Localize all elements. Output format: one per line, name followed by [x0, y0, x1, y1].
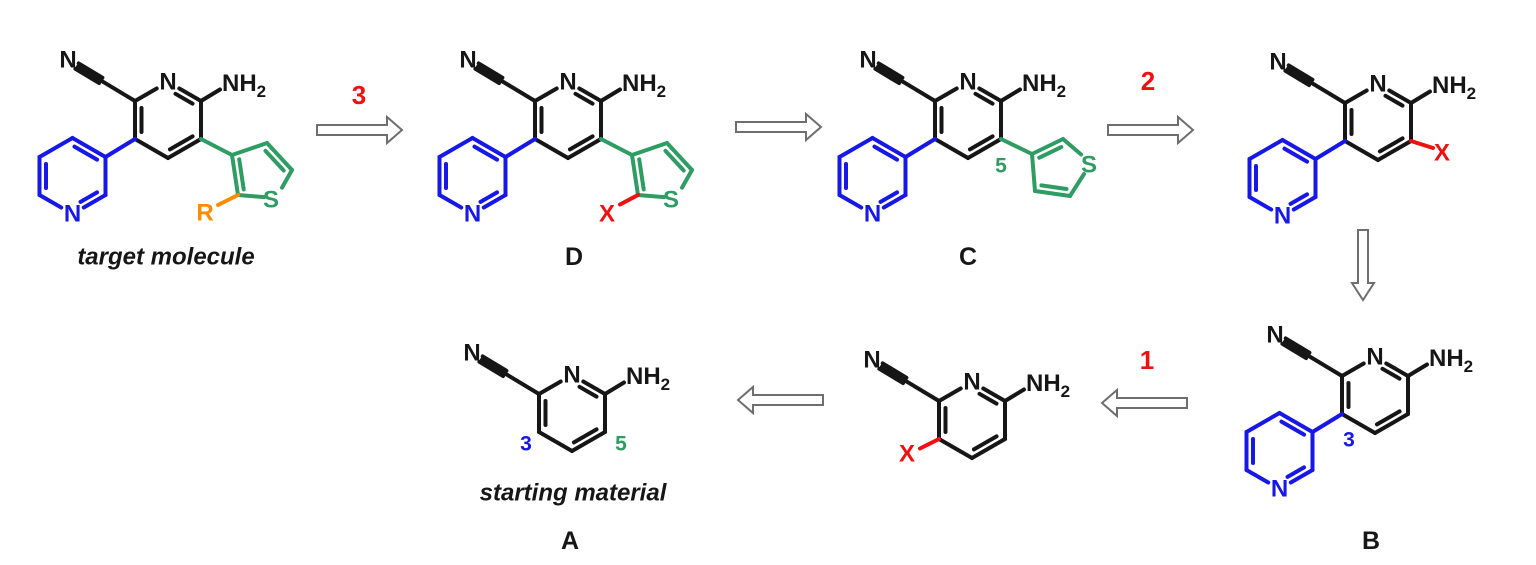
molecule-letter-a: A: [561, 527, 579, 555]
amine-label: NH2: [1026, 370, 1070, 401]
position-5-label: 5: [995, 155, 1007, 178]
pyridyl-ring: [1244, 411, 1344, 485]
pyridyl-nitrogen-label: N: [64, 201, 81, 228]
pyridine-core-skeleton: [1283, 63, 1432, 162]
step-1-number: 1: [1140, 345, 1154, 375]
ring-nitrogen-label: N: [1369, 71, 1386, 98]
retro-arrow-intermediate-to-a: [737, 386, 824, 414]
halide-bond: [1409, 139, 1435, 150]
pyridyl-nitrogen-label: N: [1274, 203, 1291, 230]
ring-nitrogen-label: N: [959, 69, 976, 96]
thiophene-ring: [999, 137, 1086, 198]
step-2-number: 2: [1141, 66, 1155, 96]
sulfur-label: S: [663, 187, 679, 214]
pyridine-core-skeleton: [477, 354, 626, 453]
nitrile-nitrogen-label: N: [463, 340, 480, 367]
pyridyl-nitrogen-label: N: [464, 201, 481, 228]
molecule-b: N N NH2 N 3 B: [1244, 322, 1473, 555]
position-3-label: 3: [520, 433, 532, 456]
ring-nitrogen-label: N: [563, 362, 580, 389]
amine-label: NH2: [1022, 70, 1066, 101]
halide-label: X: [1434, 140, 1450, 167]
molecule-letter-c: C: [959, 243, 977, 271]
retro-arrow-d-to-c: [735, 113, 822, 141]
pyridyl-ring: [837, 136, 937, 210]
retro-arrow-c-to-intermediate: [1107, 116, 1194, 144]
ring-nitrogen-label: N: [1366, 344, 1383, 371]
molecule-letter-d: D: [565, 243, 583, 271]
retro-arrow-intermediate-to-b: [1351, 229, 1375, 301]
halide-bond: [918, 437, 941, 451]
molecule-target: N N NH2 N S R target molecule: [37, 47, 294, 271]
ring-nitrogen-label: N: [559, 69, 576, 96]
r-group-bond: [216, 193, 240, 207]
nitrile-nitrogen-label: N: [459, 47, 476, 74]
nitrile-nitrogen-label: N: [59, 47, 76, 74]
molecule-d: N N NH2 N S X D: [437, 47, 694, 271]
position-3-label: 3: [1343, 429, 1355, 452]
amine-label: NH2: [626, 363, 670, 394]
pyridine-core-skeleton: [473, 61, 622, 160]
pyridyl-nitrogen-label: N: [1271, 476, 1288, 503]
pyridine-core-skeleton: [73, 61, 223, 160]
pyridyl-ring: [437, 136, 537, 210]
pyridyl-ring: [37, 136, 137, 210]
molecule-c: N N NH2 N S 5 C: [837, 47, 1097, 271]
amine-label: NH2: [1432, 72, 1476, 103]
ring-nitrogen-label: N: [159, 69, 176, 96]
step-3-number: 3: [352, 80, 366, 110]
molecule-a: N N NH2 3 5 starting material A: [463, 340, 670, 556]
halide-label: X: [899, 441, 915, 468]
r-group-label: R: [196, 200, 213, 227]
amine-label: NH2: [622, 70, 666, 101]
amine-label: NH2: [222, 70, 266, 101]
molecule-halide-intermediate-bottom: N N NH2 X: [863, 347, 1070, 468]
halide-bond: [618, 193, 640, 207]
caption-target-molecule: target molecule: [77, 244, 254, 271]
position-5-label: 5: [615, 433, 627, 456]
halide-label: X: [599, 201, 615, 228]
amine-label: NH2: [1429, 345, 1473, 376]
retro-arrow-target-to-d: [316, 116, 403, 144]
sulfur-label: S: [1081, 152, 1097, 179]
pyridine-core-skeleton: [873, 61, 1022, 160]
nitrile-nitrogen-label: N: [859, 47, 876, 74]
nitrile-nitrogen-label: N: [863, 347, 880, 374]
ring-nitrogen-label: N: [963, 369, 980, 396]
molecule-letter-b: B: [1362, 527, 1380, 555]
sulfur-label: S: [263, 187, 279, 214]
caption-starting-material: starting material: [480, 480, 668, 507]
pyridine-core-skeleton: [1280, 336, 1429, 435]
pyridyl-ring: [1247, 138, 1347, 212]
nitrile-nitrogen-label: N: [1269, 49, 1286, 76]
pyridyl-nitrogen-label: N: [864, 201, 881, 228]
nitrile-nitrogen-label: N: [1266, 322, 1283, 349]
retro-arrow-b-to-intermediate: [1101, 389, 1188, 417]
molecule-halide-intermediate-top: N N NH2 N X: [1247, 49, 1476, 230]
